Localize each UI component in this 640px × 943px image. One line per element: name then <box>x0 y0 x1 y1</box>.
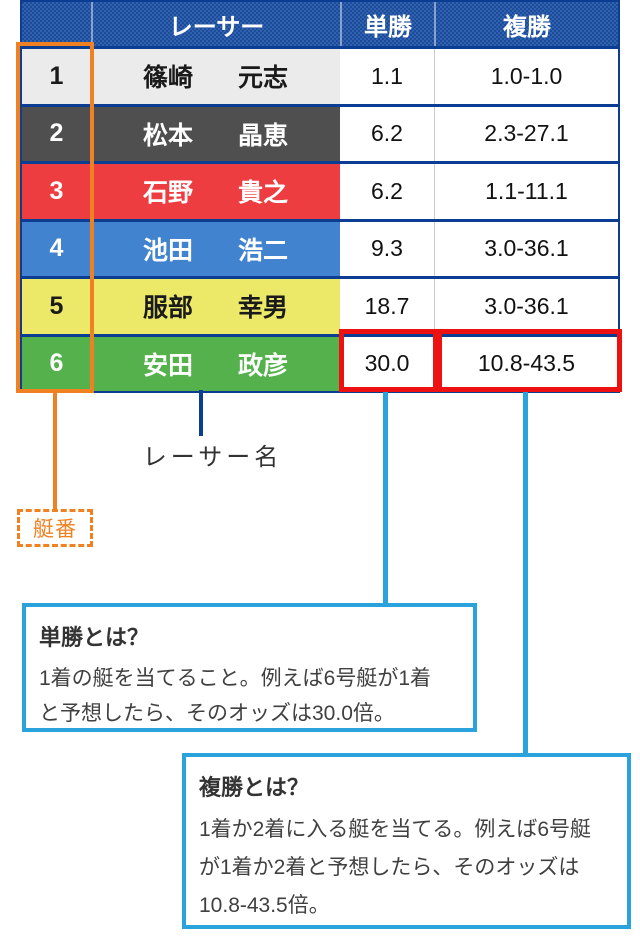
racer-last-name: 篠崎 <box>142 64 193 93</box>
racer-last-name: 服部 <box>142 294 193 323</box>
racer-first-name: 幸男 <box>238 294 289 323</box>
tansho-odds-cell: 18.7 <box>340 279 434 334</box>
odds-table: レーサー 単勝 複勝 1 篠崎 元志 1.1 1.0-1.0 2 松本 晶恵 6… <box>20 0 620 393</box>
table-row: 2 松本 晶恵 6.2 2.3-27.1 <box>22 103 618 161</box>
fukusho-odds-cell: 2.3-27.1 <box>434 106 618 161</box>
fukusho-explanation-box: 複勝とは？ 1着か2着に入る艇を当てる。例えば6号艇 が1着か2着と予想したら、… <box>182 753 631 929</box>
table-row: 6 安田 政彦 30.0 10.8-43.5 <box>22 333 618 391</box>
racer-name-cell: 石野 貴之 <box>91 164 340 219</box>
racer-last-name: 池田 <box>142 236 193 265</box>
tansho-box-text-line: と予想したら、そのオッズは30.0倍。 <box>39 702 395 725</box>
fukusho-box-text-line: 10.8-43.5倍。 <box>199 894 330 917</box>
fukusho-odds-cell: 3.0-36.1 <box>434 221 618 276</box>
boat-number-label-box: 艇番 <box>17 509 93 547</box>
tansho-odds-cell: 30.0 <box>340 336 434 391</box>
header-fukusho: 複勝 <box>434 2 618 46</box>
racer-first-name: 晶恵 <box>238 121 289 150</box>
header-tansho: 単勝 <box>340 2 434 46</box>
tansho-connector-line <box>383 392 388 605</box>
racer-first-name: 浩二 <box>238 236 289 265</box>
boat-number-column-highlight <box>16 42 94 393</box>
tansho-box-title: 単勝とは？ <box>39 625 150 650</box>
racer-name-cell: 安田 政彦 <box>91 336 340 391</box>
boat-number-connector-line <box>53 392 57 512</box>
boat-number-cell: 4 <box>22 221 91 276</box>
tansho-cell-highlight <box>339 329 438 392</box>
racer-first-name: 政彦 <box>238 351 289 380</box>
tansho-box-text-line: 1着の艇を当てること。例えば6号艇が1着 <box>39 667 432 690</box>
tansho-explanation-box: 単勝とは？ 1着の艇を当てること。例えば6号艇が1着 と予想したら、そのオッズは… <box>22 603 477 732</box>
boat-number-cell: 5 <box>22 279 91 334</box>
racer-name-cell: 池田 浩二 <box>91 221 340 276</box>
boat-number-cell: 2 <box>22 106 91 161</box>
racer-last-name: 石野 <box>142 179 193 208</box>
tansho-odds-cell: 1.1 <box>340 49 434 104</box>
header-racer: レーサー <box>91 2 340 46</box>
tansho-odds-cell: 6.2 <box>340 164 434 219</box>
boat-number-cell: 6 <box>22 336 91 391</box>
fukusho-odds-cell: 1.1-11.1 <box>434 164 618 219</box>
table-header-row: レーサー 単勝 複勝 <box>22 2 618 46</box>
fukusho-connector-line <box>523 392 528 755</box>
fukusho-box-text-line: 1着か2着に入る艇を当てる。例えば6号艇 <box>199 818 592 841</box>
racer-name-cell: 服部 幸男 <box>91 279 340 334</box>
racer-name-connector-line <box>199 390 203 436</box>
tansho-odds-cell: 6.2 <box>340 106 434 161</box>
header-boat-number <box>22 2 91 46</box>
boat-number-label: 艇番 <box>33 518 77 541</box>
table-row: 3 石野 貴之 6.2 1.1-11.1 <box>22 161 618 219</box>
table-row: 1 篠崎 元志 1.1 1.0-1.0 <box>22 46 618 104</box>
tansho-odds-cell: 9.3 <box>340 221 434 276</box>
boat-number-cell: 3 <box>22 164 91 219</box>
racer-name-cell: 松本 晶恵 <box>91 106 340 161</box>
fukusho-odds-cell: 3.0-36.1 <box>434 279 618 334</box>
table-row: 4 池田 浩二 9.3 3.0-36.1 <box>22 218 618 276</box>
racer-first-name: 元志 <box>238 64 289 93</box>
fukusho-box-title: 複勝とは？ <box>199 775 310 800</box>
fukusho-odds-cell: 1.0-1.0 <box>434 49 618 104</box>
racer-name-label: レーサー名 <box>142 444 283 471</box>
table-row: 5 服部 幸男 18.7 3.0-36.1 <box>22 276 618 334</box>
boat-number-cell: 1 <box>22 49 91 104</box>
fukusho-odds-cell: 10.8-43.5 <box>434 336 618 391</box>
racer-name-cell: 篠崎 元志 <box>91 49 340 104</box>
racer-last-name: 松本 <box>142 121 193 150</box>
fukusho-cell-highlight <box>437 329 622 392</box>
racer-last-name: 安田 <box>142 351 193 380</box>
fukusho-box-text-line: が1着か2着と予想したら、そのオッズは <box>199 856 580 879</box>
racer-first-name: 貴之 <box>238 179 289 208</box>
